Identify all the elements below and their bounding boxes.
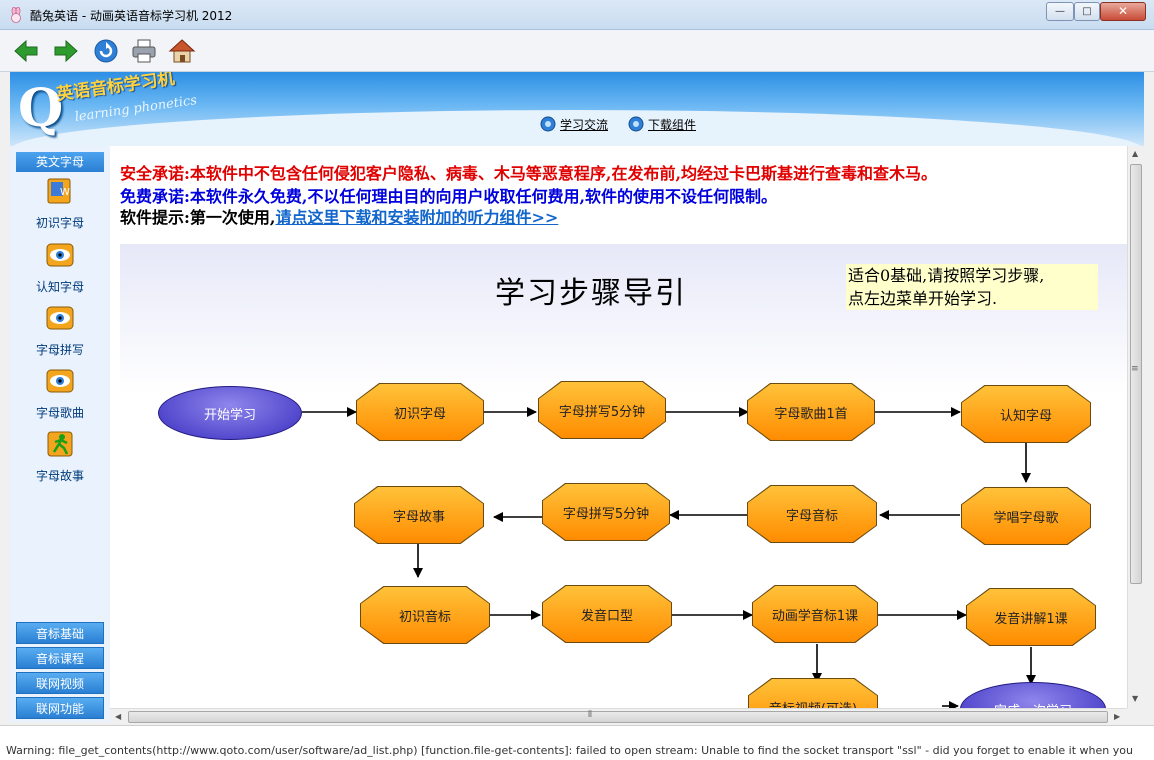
note-line-1: 适合0基础,请按照学习步骤, bbox=[848, 266, 1045, 285]
flow-node-letter-phonetics: 字母音标 bbox=[748, 486, 876, 542]
scroll-up-arrow-icon[interactable]: ▲ bbox=[1132, 149, 1139, 158]
scroll-right-arrow-icon[interactable]: ▶ bbox=[1114, 712, 1121, 721]
letter-box-icon: W bbox=[47, 178, 71, 204]
scroll-down-arrow-icon[interactable]: ▼ bbox=[1132, 694, 1139, 703]
grip-icon: ⦀ bbox=[588, 710, 592, 720]
sidebar-button-phonetic-courses[interactable]: 音标课程 bbox=[16, 647, 104, 669]
running-man-icon bbox=[47, 431, 73, 457]
maximize-button[interactable]: □ bbox=[1074, 2, 1100, 21]
svg-text:W: W bbox=[60, 187, 70, 198]
close-button[interactable]: ✕ bbox=[1100, 2, 1146, 21]
gear-icon bbox=[628, 116, 644, 132]
sidebar: 英文字母 W 初识字母 认知字母 字母拼写 bbox=[10, 146, 110, 722]
flow-node-mouth-shape: 发音口型 bbox=[543, 586, 671, 642]
flow-node-phonetic-video: 音标视频(可选) bbox=[749, 679, 877, 708]
back-arrow-icon[interactable] bbox=[12, 37, 40, 65]
flowchart-title: 学习步骤导引 bbox=[495, 276, 687, 311]
title-bar: 酷兔英语 - 动画英语音标学习机 2012 — □ ✕ bbox=[0, 0, 1154, 30]
sidebar-item-label: 初识字母 bbox=[35, 216, 84, 230]
flow-node-letter-spelling-2: 字母拼写5分钟 bbox=[543, 484, 669, 540]
download-components-label: 下载组件 bbox=[648, 118, 697, 132]
sidebar-button-online-videos[interactable]: 联网视频 bbox=[16, 672, 104, 694]
refresh-icon[interactable] bbox=[92, 37, 120, 65]
toolbar bbox=[0, 30, 1154, 72]
note-line-2: 点左边菜单开始学习. bbox=[848, 289, 998, 308]
flow-start: 开始学习 bbox=[158, 386, 302, 440]
flow-node-animated-lesson: 动画学音标1课 bbox=[753, 586, 877, 642]
safety-notice: 安全承诺:本软件中不包含任何侵犯客户隐私、病毒、木马等恶意程序,在发布前,均经过… bbox=[120, 164, 938, 183]
home-icon[interactable] bbox=[168, 37, 196, 65]
grip-icon: ≡ bbox=[1131, 364, 1139, 374]
eye-box-icon bbox=[46, 369, 74, 393]
gear-icon bbox=[540, 116, 556, 132]
status-warning-text: Warning: file_get_contents(http://www.qo… bbox=[6, 744, 1133, 757]
sidebar-button-phonetic-basics[interactable]: 音标基础 bbox=[16, 622, 104, 644]
flow-node-pronunciation-lesson: 发音讲解1课 bbox=[967, 589, 1095, 645]
flow-node-letter-story: 字母故事 bbox=[355, 487, 483, 543]
sidebar-button-online-features[interactable]: 联网功能 bbox=[16, 697, 104, 719]
scroll-left-arrow-icon[interactable]: ◀ bbox=[115, 712, 122, 721]
software-tip: 软件提示:第一次使用,请点这里下载和安装附加的听力组件>> bbox=[120, 204, 558, 228]
sidebar-item-first-letters[interactable]: W 初识字母 bbox=[10, 176, 110, 238]
flowchart-note: 适合0基础,请按照学习步骤, 点左边菜单开始学习. bbox=[846, 264, 1098, 310]
sidebar-item-label: 认知字母 bbox=[35, 280, 84, 294]
study-exchange-label: 学习交流 bbox=[560, 118, 609, 132]
horizontal-scrollbar[interactable]: ◀ ⦀ ▶ bbox=[110, 708, 1127, 725]
status-bar: Warning: file_get_contents(http://www.qo… bbox=[0, 725, 1154, 760]
vertical-scrollbar[interactable]: ▲ ≡ ▼ bbox=[1127, 146, 1144, 708]
eye-box-icon bbox=[46, 306, 74, 330]
horizontal-scroll-thumb[interactable] bbox=[128, 711, 1108, 723]
sidebar-item-label: 字母拼写 bbox=[35, 343, 84, 357]
flow-node-first-letters: 初识字母 bbox=[357, 384, 483, 440]
study-exchange-link[interactable]: 学习交流 bbox=[540, 116, 608, 133]
flow-node-sing-alphabet: 学唱字母歌 bbox=[962, 488, 1090, 544]
free-notice: 免费承诺:本软件永久免费,不以任何理由目的向用户收取任何费用,软件的使用不设任何… bbox=[120, 187, 778, 206]
header-banner: Q 英语音标学习机 learning phonetics 学习交流 下载组件 bbox=[10, 72, 1144, 146]
tip-prefix: 软件提示:第一次使用, bbox=[120, 208, 276, 227]
sidebar-item-letter-songs[interactable]: 字母歌曲 bbox=[10, 366, 110, 428]
sidebar-item-letter-stories[interactable]: 字母故事 bbox=[10, 429, 110, 491]
flow-node-first-phonetics: 初识音标 bbox=[361, 587, 489, 643]
main-content: 安全承诺:本软件中不包含任何侵犯客户隐私、病毒、木马等恶意程序,在发布前,均经过… bbox=[110, 146, 1127, 708]
sidebar-item-label: 字母故事 bbox=[35, 469, 84, 483]
eye-box-icon bbox=[46, 243, 74, 267]
flow-arrows bbox=[302, 407, 1036, 708]
logo-letter: Q bbox=[18, 78, 64, 139]
print-icon[interactable] bbox=[130, 37, 158, 65]
learning-flowchart: 学习步骤导引 适合0基础,请按照学习步骤, 点左边菜单开始学习. bbox=[120, 244, 1127, 708]
minimize-button[interactable]: — bbox=[1046, 2, 1074, 21]
rabbit-app-icon bbox=[11, 7, 21, 23]
flow-node-letter-song: 字母歌曲1首 bbox=[748, 384, 874, 440]
flow-node-know-letters: 认知字母 bbox=[962, 386, 1090, 442]
download-components-link[interactable]: 下载组件 bbox=[628, 116, 696, 133]
window-title: 酷兔英语 - 动画英语音标学习机 2012 bbox=[30, 9, 233, 23]
sidebar-item-letter-spelling[interactable]: 字母拼写 bbox=[10, 303, 110, 365]
forward-arrow-icon[interactable] bbox=[52, 37, 80, 65]
sidebar-item-label: 字母歌曲 bbox=[35, 406, 84, 420]
sidebar-item-know-letters[interactable]: 认知字母 bbox=[10, 240, 110, 302]
flow-node-letter-spelling: 字母拼写5分钟 bbox=[539, 382, 665, 438]
vertical-scroll-thumb[interactable] bbox=[1130, 164, 1142, 584]
sidebar-header[interactable]: 英文字母 bbox=[16, 152, 104, 172]
download-listening-link[interactable]: 请点这里下载和安装附加的听力组件>> bbox=[275, 208, 559, 227]
